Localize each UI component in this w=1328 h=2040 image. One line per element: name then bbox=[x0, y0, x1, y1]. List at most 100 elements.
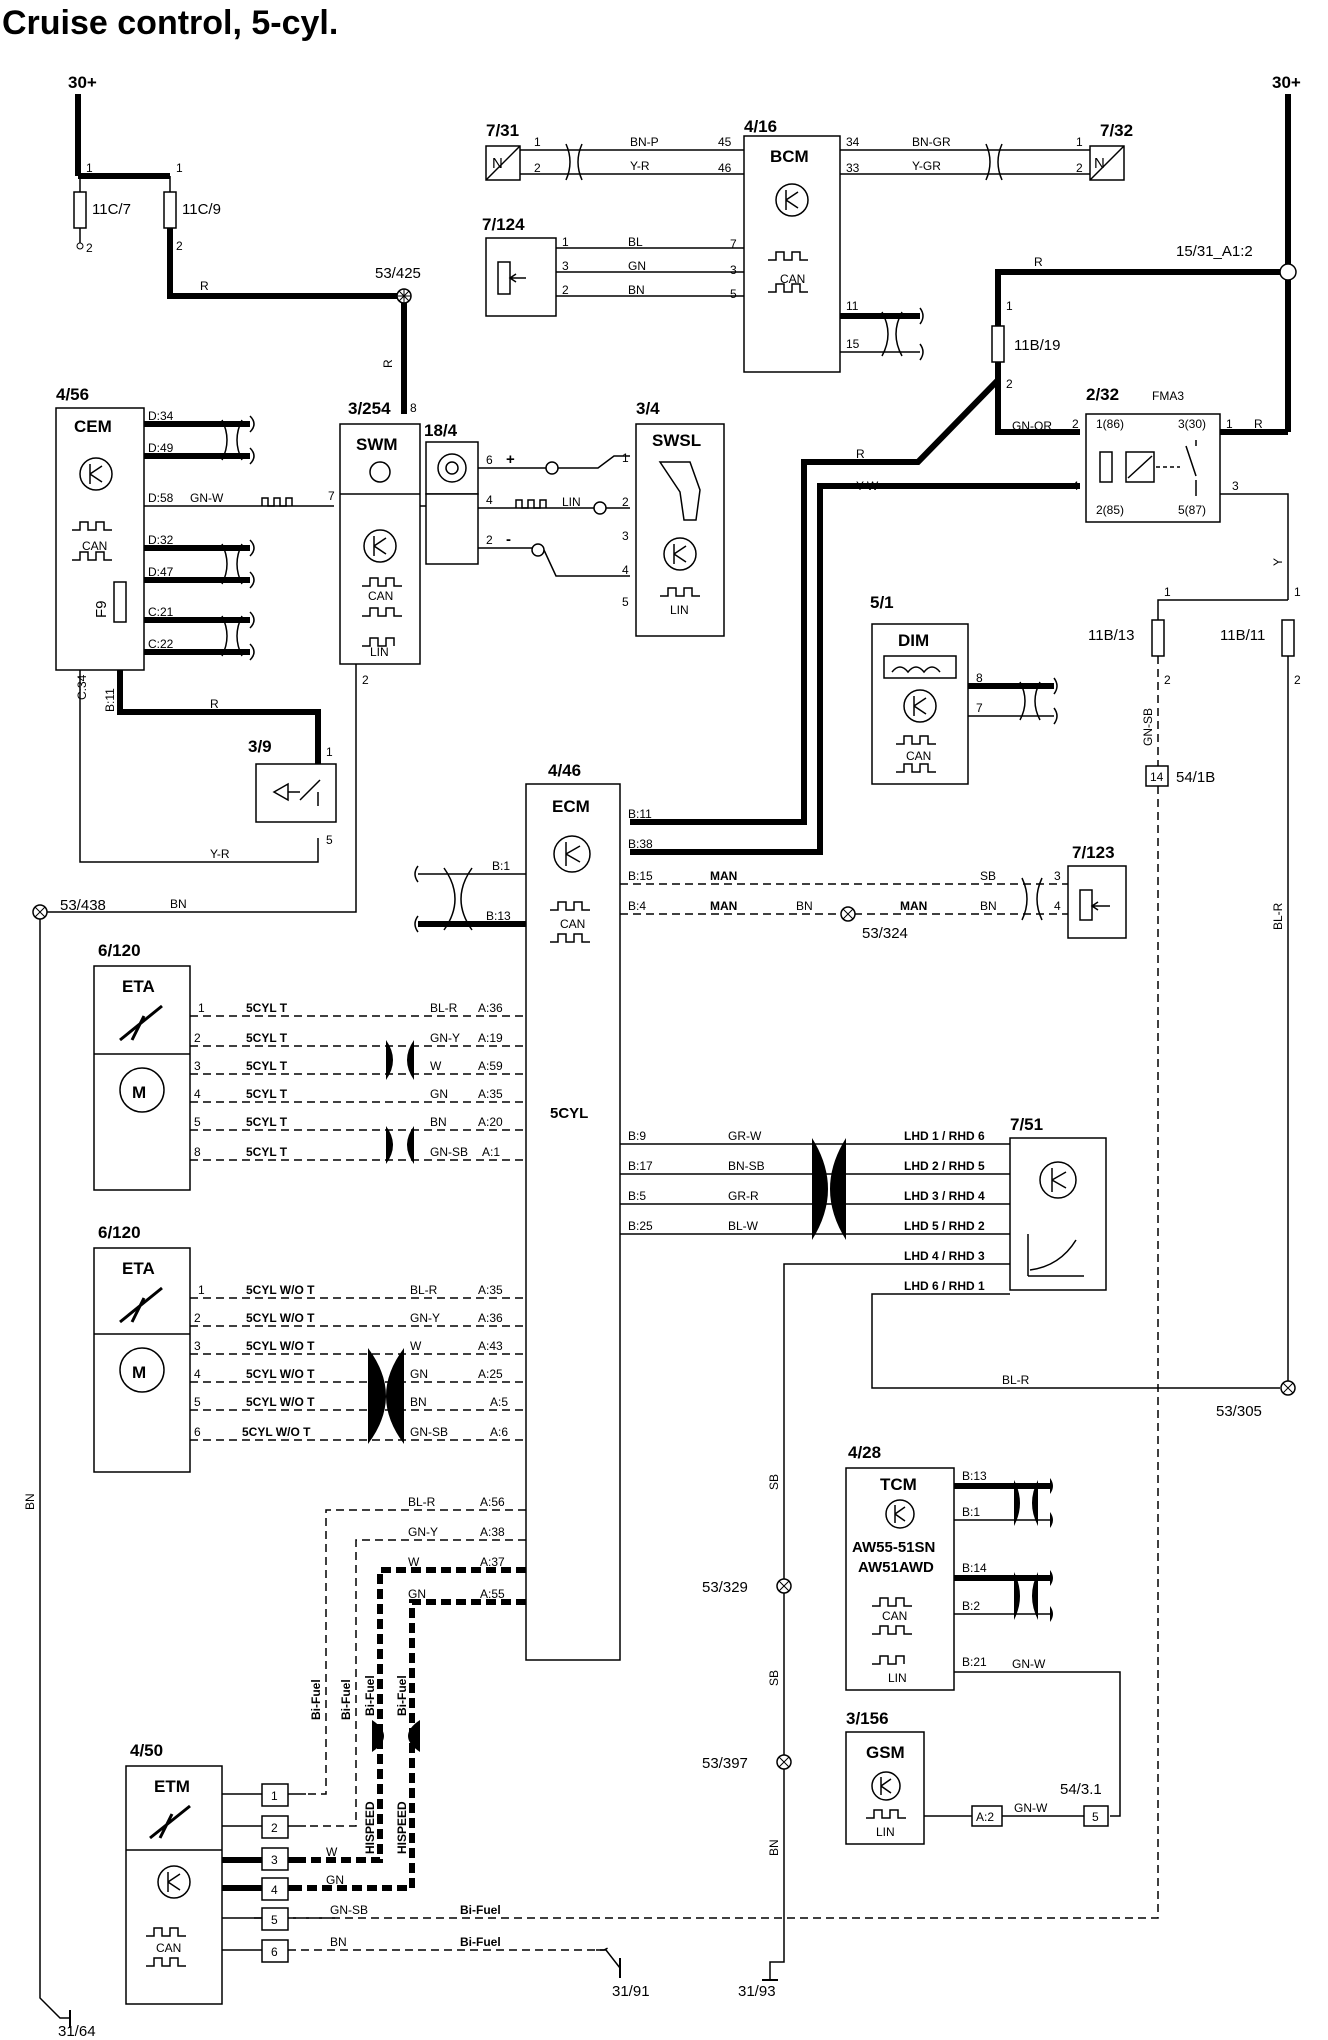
wire-swsl-pin4 bbox=[543, 549, 630, 577]
sensor-7-32-pin1: 1 bbox=[1076, 135, 1083, 149]
man-label-1: MAN bbox=[710, 869, 737, 883]
man-label-3: MAN bbox=[900, 899, 927, 913]
tcm-id: 4/28 bbox=[848, 1443, 881, 1462]
wire-gn-or bbox=[995, 362, 1080, 435]
throttle-icon bbox=[119, 1004, 163, 1042]
wire-r-vert-label: R bbox=[381, 359, 395, 368]
wire-gn-or-label: GN-OR bbox=[1012, 419, 1052, 433]
ecm-pin-a38: A:38 bbox=[480, 1525, 505, 1539]
wire-bl-w-label: BL-W bbox=[728, 1219, 759, 1233]
tcm-pin-b2: B:2 bbox=[962, 1599, 980, 1613]
ecm-variant-label: 5CYL bbox=[550, 1105, 588, 1122]
dim-id: 5/1 bbox=[870, 593, 894, 612]
wire-sb-label: SB bbox=[980, 869, 996, 883]
throttle-icon-3 bbox=[149, 1804, 191, 1840]
splice-53-329-label: 53/329 bbox=[702, 1579, 748, 1596]
clockspring-inner bbox=[445, 461, 459, 475]
bcm-pin45: 45 bbox=[718, 135, 732, 149]
fuse-11c9 bbox=[163, 191, 177, 229]
relay-pin-87: 5(87) bbox=[1178, 503, 1206, 517]
wire-gn-sb-to-etm bbox=[250, 786, 1159, 1919]
cem-pin-d32: D:32 bbox=[148, 533, 174, 547]
etm-wire-gn: GN bbox=[326, 1873, 344, 1887]
cem-pin-c34: C:34 bbox=[75, 674, 89, 700]
bcm-id: 4/16 bbox=[744, 117, 777, 136]
variant-t-3: 5CYL T bbox=[246, 1059, 288, 1073]
connector-54-3-1-pin: 5 bbox=[1092, 1810, 1099, 1824]
cem-pin-c22: C:22 bbox=[148, 637, 174, 651]
bcm-pin11: 11 bbox=[846, 299, 859, 313]
ecm-pin-b5: B:5 bbox=[628, 1189, 646, 1203]
connector-18-4-body bbox=[425, 493, 479, 565]
connector-18-4-pin4: 4 bbox=[486, 493, 493, 507]
connector-18-4-pin2: 2 bbox=[486, 533, 493, 547]
ecm-pin-a37: A:37 bbox=[480, 1555, 505, 1569]
splice-53-438-mark bbox=[34, 906, 46, 918]
tcm-lin-label: LIN bbox=[888, 1671, 907, 1685]
dim-can-wire-ends bbox=[1053, 677, 1058, 725]
relay-switch-icon bbox=[1185, 440, 1197, 496]
eta-t-pin4: 4 bbox=[194, 1087, 201, 1101]
wire-bl-r-bottom-label: BL-R bbox=[1002, 1373, 1030, 1387]
gsm-transistor-icon bbox=[871, 1771, 901, 1801]
swm-lin-label: LIN bbox=[370, 645, 389, 659]
splice-53-425-label: 53/425 bbox=[375, 265, 421, 282]
tcm-pin-b1: B:1 bbox=[962, 1505, 980, 1519]
eta-t-pin5: 5 bbox=[194, 1115, 201, 1129]
ecm-pin-a19: A:19 bbox=[478, 1031, 503, 1045]
fuse-11c9-label: 11C/9 bbox=[182, 201, 221, 218]
ground-31-91-label: 31/91 bbox=[612, 1983, 650, 2000]
clockspring-lin-icon bbox=[515, 499, 547, 509]
ecm-pin-a25: A:25 bbox=[478, 1367, 503, 1381]
connector-54-3-1 bbox=[1083, 1805, 1109, 1827]
ecm-pin-b25: B:25 bbox=[628, 1219, 653, 1233]
eta-t-pin8: 8 bbox=[194, 1145, 201, 1159]
throttle-icon-2 bbox=[119, 1286, 163, 1324]
splice-53-397-label: 53/397 bbox=[702, 1755, 748, 1772]
ecm-pin-a56: A:56 bbox=[480, 1495, 505, 1509]
bcm-transistor-icon bbox=[775, 183, 809, 217]
eta-wot-pin1: 1 bbox=[198, 1283, 205, 1297]
cem-id: 4/56 bbox=[56, 385, 89, 404]
ecm-id: 4/46 bbox=[548, 761, 581, 780]
dim-pin8: 8 bbox=[976, 671, 983, 685]
fuse-11c7-pin-out: 2 bbox=[86, 241, 93, 255]
sensor-7-123-wiper bbox=[1090, 901, 1110, 911]
eta-wot-wire-1: BL-R bbox=[410, 1283, 438, 1297]
ecm-7-51-wires bbox=[620, 1138, 1280, 1918]
etm-wire-w: W bbox=[326, 1845, 338, 1859]
cem-transistor-symbol bbox=[89, 464, 103, 484]
fuse-11b11 bbox=[1281, 619, 1295, 657]
ecm-pin-a36b: A:36 bbox=[478, 1311, 503, 1325]
fuse-11c7-terminal bbox=[76, 242, 84, 250]
wire-bn-sb-label: BN-SB bbox=[728, 1159, 765, 1173]
variant-t-5: 5CYL T bbox=[246, 1115, 288, 1129]
clockspring-lin-label: LIN bbox=[562, 495, 581, 509]
dim-box bbox=[871, 623, 969, 785]
eta-t-wire-3: W bbox=[430, 1059, 442, 1073]
dim-display-icon bbox=[883, 655, 957, 679]
eta-wot-pin6: 6 bbox=[194, 1425, 201, 1439]
relay-coil-diag bbox=[1127, 455, 1153, 479]
cem-pin-b11: B:11 bbox=[103, 688, 117, 712]
sensor-7-51-transistor-symbol bbox=[1051, 1168, 1067, 1192]
ecm-pin-a20: A:20 bbox=[478, 1115, 503, 1129]
wire-sb-vert-2: SB bbox=[767, 1670, 781, 1686]
hispeed-label-1: HISPEED bbox=[363, 1801, 377, 1854]
variant-wot-2: 5CYL W/O T bbox=[246, 1311, 315, 1325]
sensor-7-32-pin2: 2 bbox=[1076, 161, 1083, 175]
bcm-pin46: 46 bbox=[718, 161, 732, 175]
sensor-7-124-id: 7/124 bbox=[482, 215, 525, 234]
fuse-11c9-pin-in: 1 bbox=[176, 161, 183, 175]
relay-resistor-icon bbox=[1099, 451, 1113, 483]
wire-gn-w-label: GN-W bbox=[190, 491, 224, 505]
fuse-11c7 bbox=[73, 191, 87, 229]
wire-r-cem-label: R bbox=[210, 697, 219, 711]
eta-wot-wires bbox=[190, 1297, 526, 1444]
motor-icon bbox=[119, 1067, 165, 1113]
sensor-7-123-id: 7/123 bbox=[1072, 843, 1115, 862]
ecm-pin-a6: A:6 bbox=[490, 1425, 508, 1439]
eta-wot-pin5: 5 bbox=[194, 1395, 201, 1409]
gsm-name: GSM bbox=[866, 1743, 905, 1762]
